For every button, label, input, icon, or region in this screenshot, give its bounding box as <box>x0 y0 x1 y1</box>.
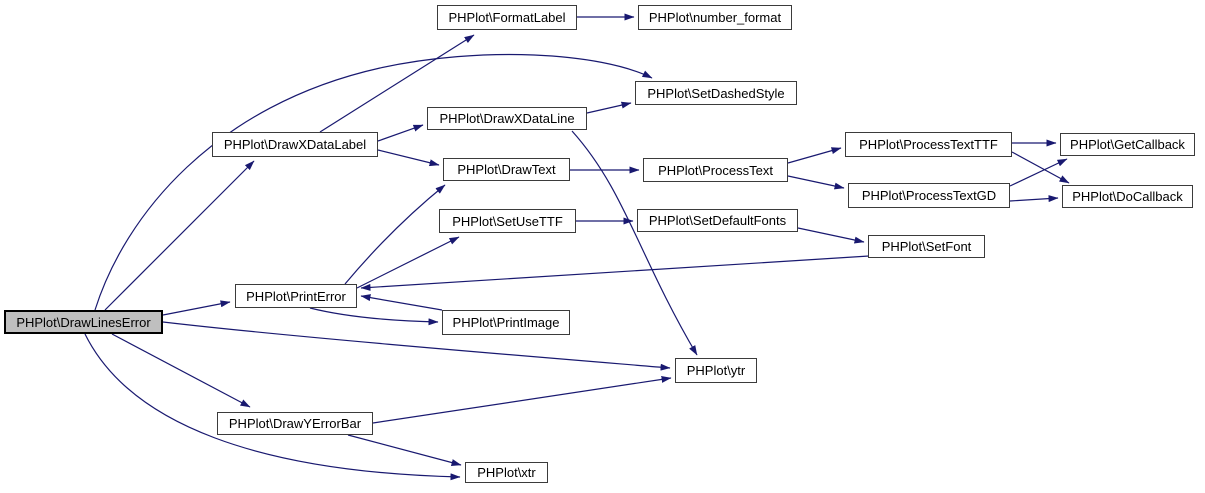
edge-drawxdatalabel-to-drawtext <box>377 149 440 167</box>
edge-drawlineserror-to-ytr <box>162 321 671 371</box>
graph-node-label: PHPlot\ProcessTextGD <box>861 188 997 203</box>
graph-node-ytr[interactable]: PHPlot\ytr <box>675 358 757 383</box>
edge-drawlineserror-to-drawxdatalabel <box>104 160 255 311</box>
edge-drawxdataline-to-setdashedstyle <box>586 101 632 114</box>
graph-node-processtextgd[interactable]: PHPlot\ProcessTextGD <box>848 183 1010 208</box>
graph-node-label: PHPlot\SetDefaultFonts <box>648 213 787 228</box>
edge-processtextgd-to-getcallback <box>1009 158 1068 187</box>
graph-node-setdashedstyle[interactable]: PHPlot\SetDashedStyle <box>635 81 797 105</box>
graph-node-xtr[interactable]: PHPlot\xtr <box>465 462 548 483</box>
edge-drawlineserror-to-setdashedstyle <box>94 53 653 311</box>
edge-processtext-to-processtextttf <box>787 147 842 164</box>
graph-node-numberformat[interactable]: PHPlot\number_format <box>638 5 792 30</box>
graph-node-label: PHPlot\DrawText <box>457 162 556 177</box>
graph-node-drawxdatalabel[interactable]: PHPlot\DrawXDataLabel <box>212 132 378 157</box>
graph-node-label: PHPlot\DrawLinesError <box>16 314 151 330</box>
graph-node-processtextttf[interactable]: PHPlot\ProcessTextTTF <box>845 132 1012 157</box>
edge-drawxdatalabel-to-drawxdataline <box>377 124 424 142</box>
graph-node-label: PHPlot\ProcessTextTTF <box>859 137 998 152</box>
graph-node-label: PHPlot\GetCallback <box>1070 137 1185 152</box>
edge-drawyerrorbar-to-xtr <box>347 434 462 466</box>
graph-node-processtext[interactable]: PHPlot\ProcessText <box>643 158 788 182</box>
graph-node-label: PHPlot\ProcessText <box>658 162 773 178</box>
graph-node-label: PHPlot\DrawYErrorBar <box>228 416 362 431</box>
graph-node-label: PHPlot\FormatLabel <box>448 10 566 25</box>
graph-node-setusettf[interactable]: PHPlot\SetUseTTF <box>439 209 576 233</box>
edge-setfont-to-printerror <box>360 255 870 291</box>
graph-node-printerror[interactable]: PHPlot\PrintError <box>235 284 357 308</box>
graph-node-setfont[interactable]: PHPlot\SetFont <box>868 235 985 258</box>
graph-node-docallback[interactable]: PHPlot\DoCallback <box>1062 185 1193 208</box>
graph-node-drawtext[interactable]: PHPlot\DrawText <box>443 158 570 181</box>
graph-node-label: PHPlot\DrawXDataLine <box>439 111 575 126</box>
edge-drawyerrorbar-to-ytr <box>372 375 672 424</box>
graph-node-getcallback[interactable]: PHPlot\GetCallback <box>1060 133 1195 156</box>
graph-node-label: PHPlot\PrintError <box>246 288 346 304</box>
graph-node-label: PHPlot\number_format <box>648 10 782 25</box>
graph-node-label: PHPlot\SetDashedStyle <box>647 85 785 101</box>
edge-processtextttf-to-docallback <box>1011 151 1070 184</box>
graph-node-label: PHPlot\SetUseTTF <box>452 213 563 229</box>
edge-printerror-to-setusettf <box>356 236 460 289</box>
graph-node-drawlineserror[interactable]: PHPlot\DrawLinesError <box>4 310 163 334</box>
edge-drawlineserror-to-drawyerrorbar <box>111 333 251 408</box>
graph-node-label: PHPlot\xtr <box>477 465 536 480</box>
edge-drawxdatalabel-to-formatlabel <box>319 34 475 133</box>
graph-node-label: PHPlot\ytr <box>686 363 746 378</box>
edge-setdefaultfonts-to-setfont <box>797 227 865 244</box>
edge-printerror-to-printimage <box>309 307 439 326</box>
edge-drawlineserror-to-xtr <box>84 333 461 481</box>
graph-node-label: PHPlot\DoCallback <box>1072 189 1183 204</box>
graph-node-printimage[interactable]: PHPlot\PrintImage <box>442 310 570 335</box>
graph-node-drawyerrorbar[interactable]: PHPlot\DrawYErrorBar <box>217 412 373 435</box>
edge-printimage-to-printerror <box>360 294 443 311</box>
edge-drawlineserror-to-printerror <box>162 300 231 316</box>
edge-processtextgd-to-docallback <box>1009 195 1059 203</box>
edge-printerror-to-drawtext <box>344 184 446 285</box>
graph-node-label: PHPlot\SetFont <box>881 239 972 254</box>
edge-processtext-to-processtextgd <box>787 175 845 190</box>
graph-node-drawxdataline[interactable]: PHPlot\DrawXDataLine <box>427 107 587 130</box>
graph-node-formatlabel[interactable]: PHPlot\FormatLabel <box>437 5 577 30</box>
graph-node-label: PHPlot\DrawXDataLabel <box>223 137 367 152</box>
edge-drawxdataline-to-ytr <box>571 130 698 356</box>
graph-node-setdefaultfonts[interactable]: PHPlot\SetDefaultFonts <box>637 209 798 232</box>
graph-node-label: PHPlot\PrintImage <box>452 315 560 330</box>
